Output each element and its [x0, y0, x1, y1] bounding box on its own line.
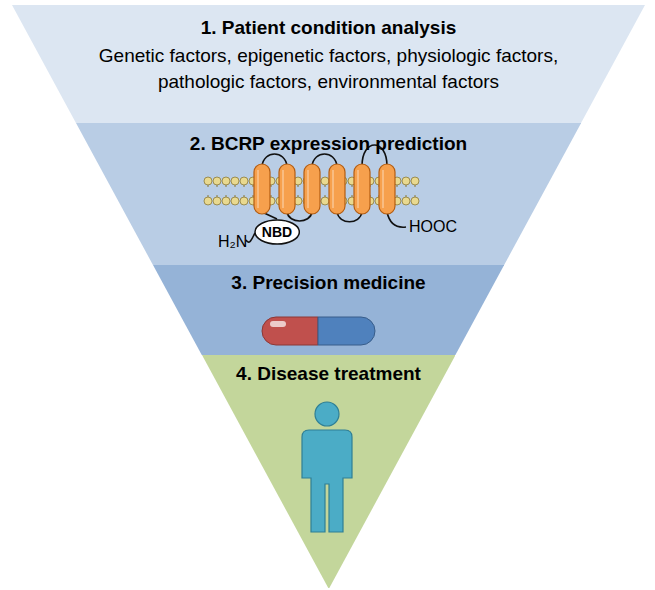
protein-loops	[246, 145, 406, 242]
band-heading: 3. Precision medicine	[153, 272, 504, 294]
domain-ellipse: NBD	[254, 219, 300, 245]
pyramid-band: 2. BCRP expression predictionNBD	[76, 123, 581, 265]
band-shape	[202, 355, 456, 588]
pyramid-band: 1. Patient condition analysisGenetic fac…	[12, 5, 645, 123]
terminus-label: HOOC	[409, 218, 457, 236]
band-heading: 4. Disease treatment	[202, 363, 456, 385]
pyramid-band: 4. Disease treatment	[202, 355, 456, 588]
person-icon	[302, 402, 352, 532]
lipid-bilayer	[204, 177, 419, 205]
band-heading: 1. Patient condition analysis	[12, 17, 645, 39]
band-body: Genetic factors, epigenetic factors, phy…	[69, 43, 589, 95]
pyramid-band: 3. Precision medicine	[153, 265, 504, 355]
transmembrane-helices	[254, 164, 395, 214]
band-heading: 2. BCRP expression prediction	[76, 133, 581, 155]
domain-label: NBD	[254, 224, 300, 240]
terminus-label: H₂N	[218, 233, 247, 251]
capsule-pill	[262, 317, 375, 345]
